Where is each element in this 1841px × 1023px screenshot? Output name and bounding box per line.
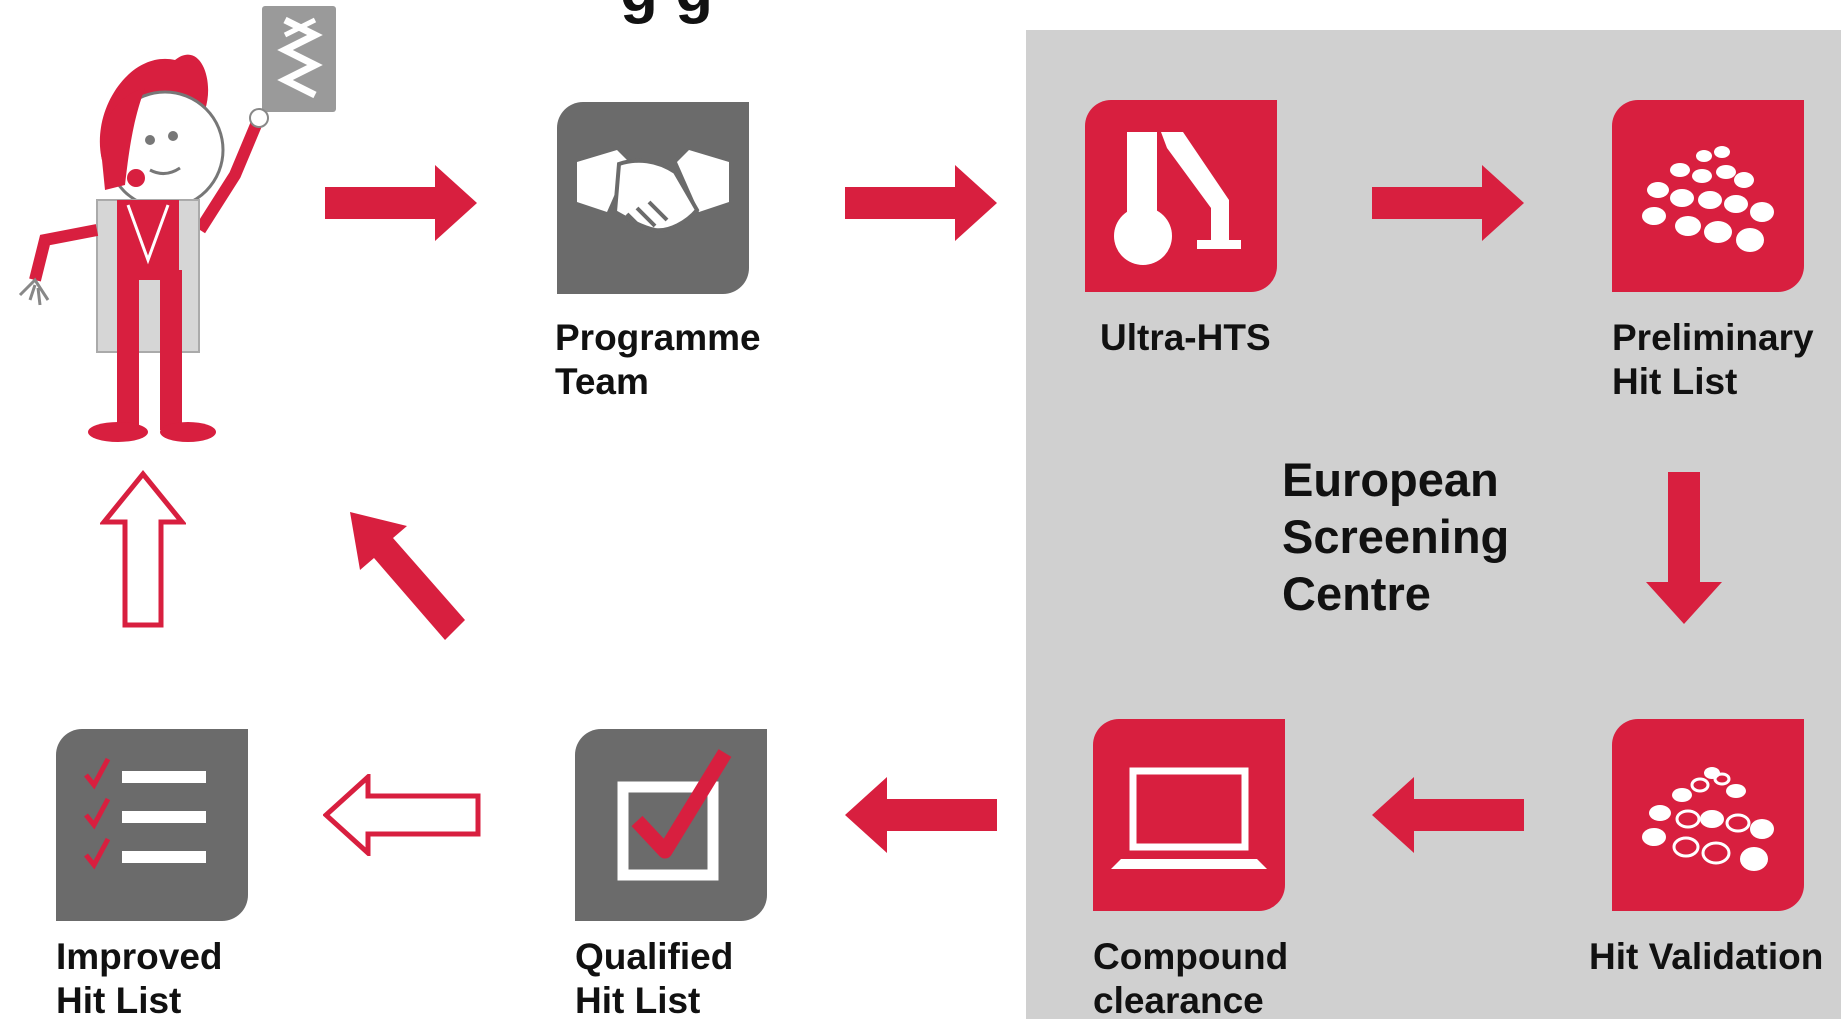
screening-centre-label: European Screening Centre	[1282, 451, 1509, 622]
label-compound-clearance: Compound clearance	[1093, 935, 1288, 1023]
label-hit-validation: Hit Validation	[1589, 935, 1823, 979]
qualified-hit-list-tile	[575, 729, 767, 921]
preliminary-hit-list-tile	[1612, 100, 1804, 292]
label-preliminary-hit-list: Preliminary Hit List	[1612, 316, 1814, 404]
dots-validation-icon	[1642, 767, 1774, 871]
label-line: Hit List	[1612, 361, 1738, 402]
label-line: Hit Validation	[1589, 936, 1824, 977]
label-line: clearance	[1093, 980, 1264, 1021]
arrow-down	[1646, 472, 1722, 624]
handshake-icon	[577, 150, 729, 233]
label-line: Ultra-HTS	[1100, 317, 1271, 358]
arrow-left-1	[1372, 777, 1524, 853]
arrow-right-3	[1372, 165, 1524, 241]
label-line: Preliminary	[1612, 317, 1814, 358]
label-line: Team	[555, 361, 649, 402]
centre-line: European	[1282, 453, 1499, 506]
arrow-diagonal-up-left	[345, 508, 470, 648]
centre-line: Centre	[1282, 567, 1431, 620]
page-title-fragment: g g	[620, 0, 713, 22]
centre-line: Screening	[1282, 510, 1510, 563]
scientist-illustration	[0, 0, 345, 450]
label-programme-team: Programme Team	[555, 316, 761, 404]
programme-team-tile	[557, 102, 749, 294]
label-qualified-hit-list: Qualified Hit List	[575, 935, 733, 1023]
laptop-icon	[1111, 767, 1267, 869]
robot-arm-icon	[1114, 132, 1241, 265]
arrow-left-2	[845, 777, 997, 853]
label-line: Hit List	[575, 980, 701, 1021]
label-improved-hit-list: Improved Hit List	[56, 935, 223, 1023]
label-ultra-hts: Ultra-HTS	[1100, 316, 1271, 360]
label-line: Programme	[555, 317, 761, 358]
arrow-right-1	[325, 165, 477, 241]
arrow-up-outline	[100, 470, 186, 630]
arrow-left-outline	[323, 774, 481, 856]
label-line: Improved	[56, 936, 223, 977]
dots-cluster-icon	[1642, 146, 1774, 252]
checklist-icon	[84, 757, 206, 870]
improved-hit-list-tile	[56, 729, 248, 921]
checkbox-icon	[617, 749, 732, 881]
hit-validation-tile	[1612, 719, 1804, 911]
ultra-hts-tile	[1085, 100, 1277, 292]
arrow-right-2	[845, 165, 997, 241]
label-line: Hit List	[56, 980, 182, 1021]
label-line: Compound	[1093, 936, 1289, 977]
compound-clearance-tile	[1093, 719, 1285, 911]
label-line: Qualified	[575, 936, 734, 977]
